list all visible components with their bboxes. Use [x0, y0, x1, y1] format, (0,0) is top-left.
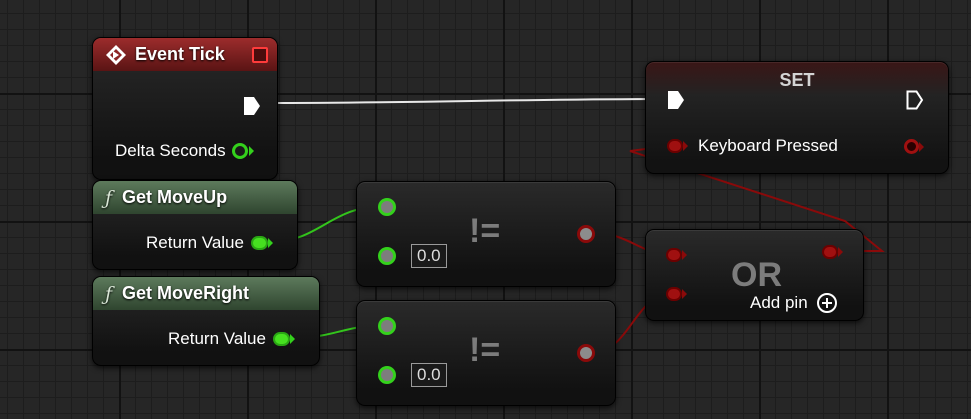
set-exec-in-pin[interactable]	[667, 90, 685, 110]
pin-arrow-icon	[267, 238, 273, 248]
function-icon: ƒ	[105, 282, 113, 305]
delta-seconds-label: Delta Seconds	[115, 141, 226, 160]
get-moveup-header[interactable]: ƒ Get MoveUp	[93, 181, 297, 214]
moveup-return-label: Return Value	[146, 233, 244, 252]
set-var-label: Keyboard Pressed	[698, 136, 838, 155]
set-node[interactable]: SET Keyboard Pressed	[645, 61, 949, 174]
moveup-return-pin[interactable]	[250, 236, 268, 250]
pin-arrow-icon	[248, 146, 254, 156]
set-var-output-pin[interactable]	[904, 139, 919, 154]
plus-circle-icon	[816, 292, 838, 314]
pin-arrow-icon	[682, 250, 687, 260]
pin-arrow-icon	[919, 141, 924, 152]
exec-out-pin[interactable]	[243, 96, 261, 116]
neq1-literal-field[interactable]: 0.0	[411, 244, 447, 268]
pin-arrow-icon	[683, 141, 688, 151]
set-var-output-row	[904, 139, 924, 154]
event-tick-header[interactable]: Event Tick	[93, 38, 277, 71]
moveright-return-pin[interactable]	[272, 332, 290, 346]
pin-arrow-icon	[682, 289, 687, 299]
neq2-symbol: !=	[469, 331, 501, 369]
get-moveright-node[interactable]: ƒ Get MoveRight Return Value	[92, 276, 320, 366]
get-moveup-node[interactable]: ƒ Get MoveUp Return Value	[92, 180, 298, 270]
or-add-pin-button[interactable]: Add pin	[750, 292, 838, 314]
function-icon: ƒ	[105, 186, 113, 209]
set-var-input-row: Keyboard Pressed	[667, 136, 838, 156]
or-input-b-pin[interactable]	[666, 287, 682, 301]
pin-arrow-icon	[289, 334, 295, 344]
event-diamond-icon	[105, 44, 127, 66]
get-moveup-title: Get MoveUp	[122, 187, 228, 207]
event-tick-title: Event Tick	[135, 44, 225, 64]
set-title: SET	[779, 70, 815, 90]
pin-arrow-icon	[838, 247, 843, 257]
neq1-symbol: !=	[469, 212, 501, 250]
or-output-pin[interactable]	[822, 245, 838, 259]
set-exec-out-pin[interactable]	[906, 90, 924, 110]
or-node[interactable]: OR Add pin	[645, 229, 864, 321]
add-pin-label: Add pin	[750, 293, 808, 312]
neq2-literal-field[interactable]: 0.0	[411, 363, 447, 387]
neq2-input-b-pin[interactable]	[378, 366, 396, 384]
moveright-return-row: Return Value	[168, 329, 295, 349]
get-moveright-title: Get MoveRight	[122, 283, 250, 303]
not-equal-node-2[interactable]: 0.0 !=	[356, 300, 616, 406]
not-equal-node-1[interactable]: 0.0 !=	[356, 181, 616, 287]
neq1-input-a-pin[interactable]	[378, 198, 396, 216]
neq1-output-pin[interactable]	[577, 225, 595, 243]
delta-seconds-pin[interactable]	[231, 143, 248, 159]
neq2-input-b-row: 0.0	[378, 363, 447, 387]
delta-seconds-row: Delta Seconds	[115, 141, 254, 161]
moveup-return-row: Return Value	[146, 233, 273, 253]
delegate-pin[interactable]	[252, 47, 268, 63]
moveright-return-label: Return Value	[168, 329, 266, 348]
event-tick-node[interactable]: Event Tick Delta Seconds	[92, 37, 278, 180]
neq2-output-pin[interactable]	[577, 344, 595, 362]
neq2-input-a-pin[interactable]	[378, 317, 396, 335]
neq1-input-b-pin[interactable]	[378, 247, 396, 265]
set-var-input-pin[interactable]	[667, 139, 683, 153]
neq1-input-b-row: 0.0	[378, 244, 447, 268]
get-moveright-header[interactable]: ƒ Get MoveRight	[93, 277, 319, 310]
exec-wire[interactable]	[263, 98, 669, 104]
or-symbol: OR	[731, 256, 782, 294]
or-input-a-pin[interactable]	[666, 248, 682, 262]
